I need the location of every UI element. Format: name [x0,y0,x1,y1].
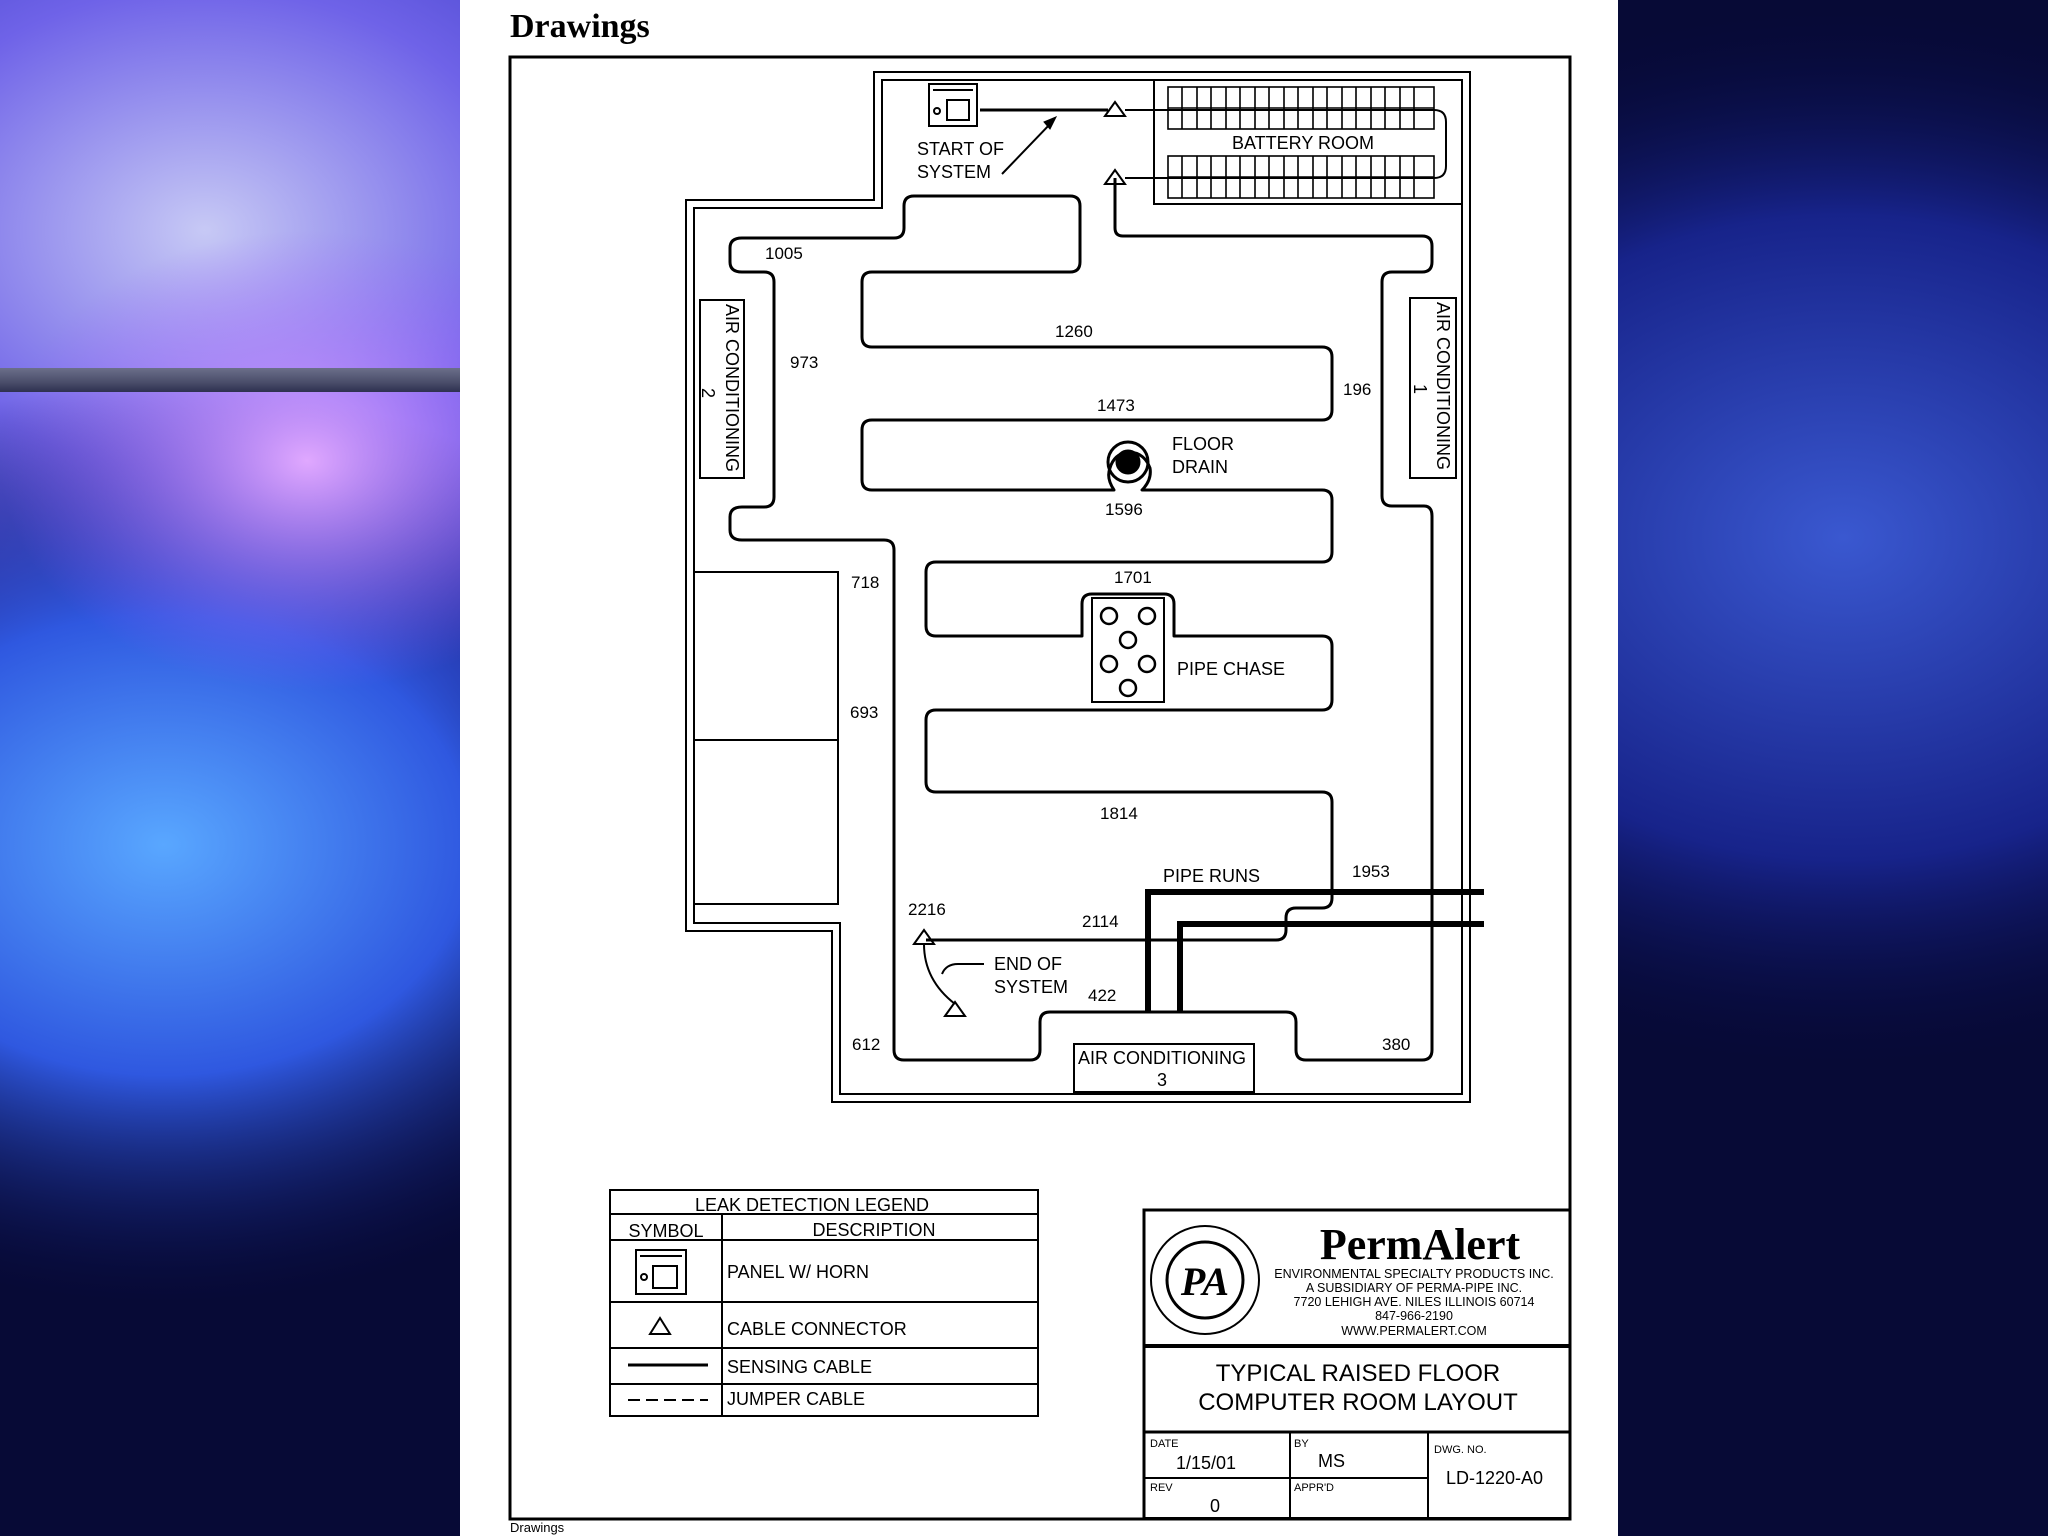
floor-drain-label-1: FLOOR [1172,434,1234,454]
air-conditioning-3-label: AIR CONDITIONING [1078,1048,1246,1068]
legend-row-panel: PANEL W/ HORN [727,1262,869,1282]
cable-connector-icon [1103,100,1127,117]
title-block [1142,1208,1572,1521]
distance-1596: 1596 [1105,500,1143,519]
leak-detection-legend [609,1189,1039,1417]
pipe-chase-box [1091,597,1165,703]
room-inner-wall [693,79,1463,1095]
distance-2114: 2114 [1082,912,1119,931]
horizontal-band [0,368,460,392]
distance-1953: 1953 [1352,862,1390,881]
cable-connector-icon [1103,168,1127,185]
battery-bank-top [1167,86,1435,130]
equipment-cabinet-upper [693,571,839,741]
start-leader-arrow [1001,121,1053,175]
air-conditioning-1-number: 1 [1410,384,1430,394]
distance-1260: 1260 [1055,322,1093,341]
pipe-run-1 [1145,889,1484,1012]
legend-row-connector: CABLE CONNECTOR [727,1319,907,1339]
legend-panel-icon [635,1249,687,1295]
drawing-title-line-1: TYPICAL RAISED FLOOR [1216,1360,1501,1387]
room-outer-wall [685,71,1471,1103]
air-conditioning-3-number: 3 [1157,1070,1167,1090]
footer-label: Drawings [510,1520,565,1535]
start-leader-arrowhead [1043,116,1058,130]
panel-with-horn-icon [928,83,978,127]
floor-drain [1106,440,1150,484]
company-line-4: 847-966-2190 [1375,1309,1453,1323]
dwg-no-label: DWG. NO. [1434,1444,1487,1456]
legend-title: LEAK DETECTION LEGEND [695,1195,929,1215]
start-of-system-label-2: SYSTEM [917,162,991,182]
end-of-system-label-1: END OF [994,954,1062,974]
pipe-run-2 [1177,921,1484,1012]
distance-1814: 1814 [1100,804,1138,823]
air-conditioning-1-label: AIR CONDITIONING [1433,302,1453,470]
end-cable-curve [923,943,956,1005]
company-line-5: WWW.PERMALERT.COM [1341,1324,1487,1338]
cable-connector-icon [943,1000,967,1017]
distance-1005: 1005 [765,244,803,263]
distance-612: 612 [852,1035,880,1054]
drawing-title-line-2: COMPUTER ROOM LAYOUT [1198,1389,1518,1416]
air-conditioning-2-label: AIR CONDITIONING [722,304,742,472]
sensing-cable [728,108,1434,1062]
distance-380: 380 [1382,1035,1410,1054]
legend-row-sensing: SENSING CABLE [727,1357,872,1377]
company-line-2: A SUBSIDIARY OF PERMA-PIPE INC. [1306,1281,1522,1295]
air-conditioning-2-number: 2 [698,388,718,398]
legend-row-jumper: JUMPER CABLE [727,1389,865,1409]
distance-196: 196 [1343,380,1371,399]
air-conditioning-2-unit [699,299,745,479]
company-line-3: 7720 LEHIGH AVE. NILES ILLINOIS 60714 [1294,1295,1535,1309]
dwg-no-value: LD-1220-A0 [1446,1468,1543,1488]
by-value: MS [1318,1451,1345,1471]
date-label: DATE [1150,1438,1179,1450]
by-label: BY [1294,1438,1309,1450]
brand-name: PermAlert [1320,1220,1521,1269]
distance-693: 693 [850,703,878,722]
battery-loop-cable [1125,109,1447,179]
logo-letters: PA [1180,1259,1229,1304]
end-leader-line [941,963,984,975]
cable-connector-icon [912,928,936,945]
battery-room [1153,79,1463,205]
air-conditioning-3-unit [1073,1043,1255,1093]
start-of-system-label-1: START OF [917,139,1004,159]
permalert-logo [1150,1225,1260,1335]
page-title: Drawings [510,8,650,45]
distance-422: 422 [1088,986,1116,1005]
rev-value: 0 [1210,1496,1220,1516]
legend-col-description: DESCRIPTION [812,1220,935,1240]
equipment-cabinet-lower [693,739,839,905]
battery-room-label: BATTERY ROOM [1232,133,1374,153]
pipe-runs-label: PIPE RUNS [1163,866,1260,886]
legend-col-symbol: SYMBOL [628,1221,703,1241]
air-conditioning-1-unit [1409,297,1457,479]
distance-973: 973 [790,353,818,372]
distance-2216: 2216 [908,900,946,919]
floor-drain-label-2: DRAIN [1172,457,1228,477]
drawing-frame [508,55,1572,1521]
pipe-chase-pipes [1099,606,1157,698]
legend-connector-icon [648,1316,672,1335]
apprd-label: APPR'D [1294,1482,1334,1494]
company-line-1: ENVIRONMENTAL SPECIALTY PRODUCTS INC. [1274,1267,1553,1281]
distance-1473: 1473 [1097,396,1135,415]
end-of-system-label-2: SYSTEM [994,977,1068,997]
pipe-chase-label: PIPE CHASE [1177,659,1285,679]
date-value: 1/15/01 [1176,1453,1236,1473]
distance-1701: 1701 [1114,568,1152,587]
rev-label: REV [1150,1482,1173,1494]
distance-718: 718 [851,573,879,592]
